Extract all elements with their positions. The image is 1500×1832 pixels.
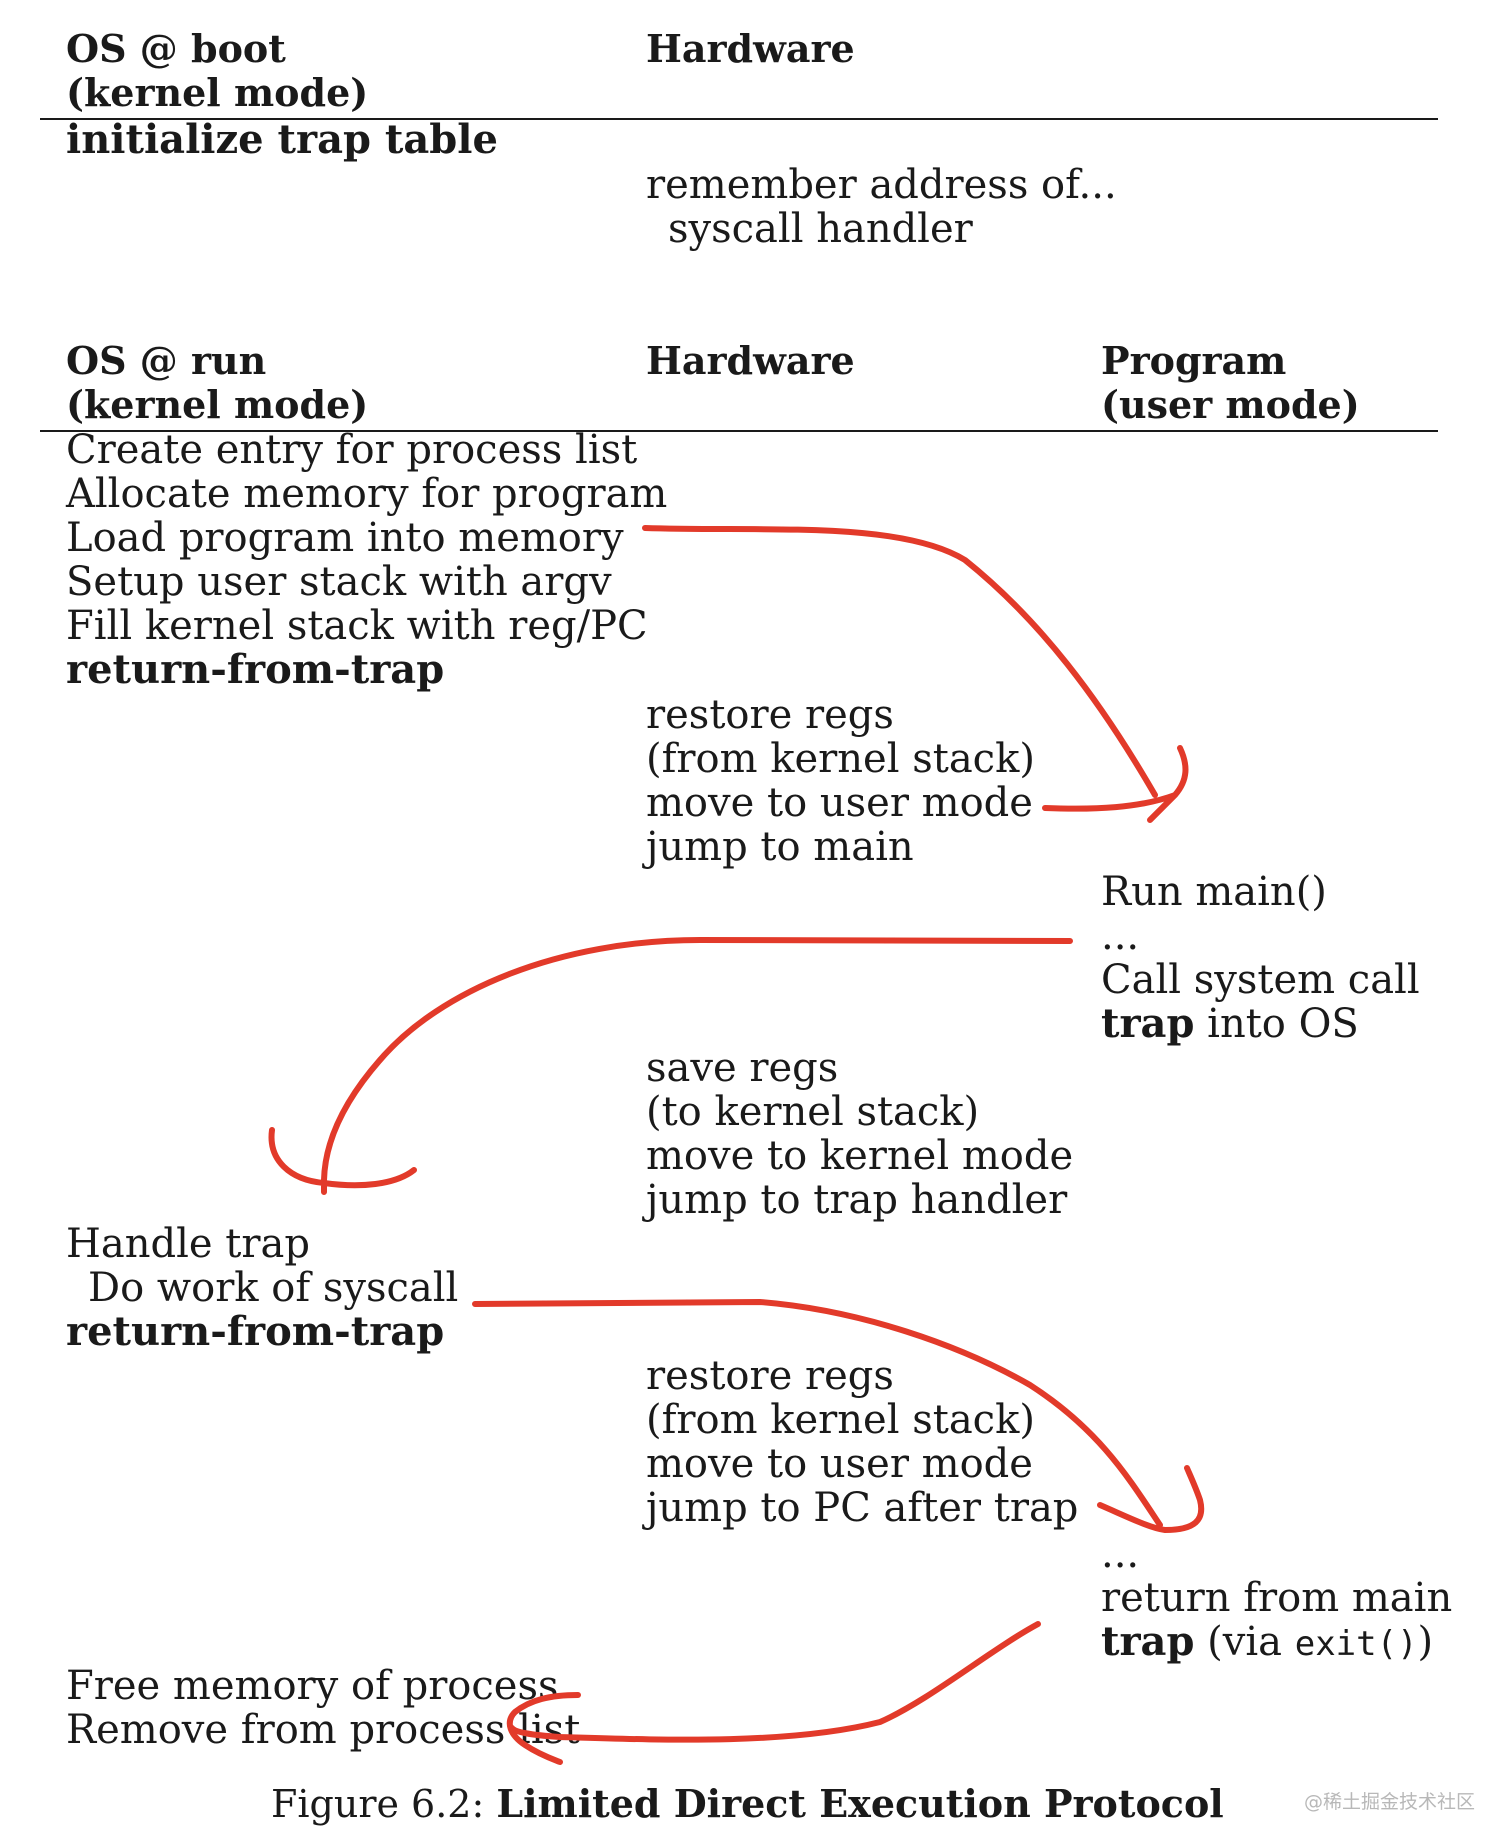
arrow-os-to-program-start [642, 525, 1158, 798]
site-watermark: @稀土掘金技术社区 [1304, 1791, 1476, 1813]
os-step-load-program: Load program into memory [66, 515, 624, 561]
os-remove-from-process-list: Remove from process list [66, 1707, 581, 1753]
boot-header-rule [40, 118, 1438, 120]
os-step-create-entry: Create entry for process list [66, 427, 638, 473]
hw-jump-to-trap-handler: jump to trap handler [646, 1177, 1068, 1223]
prog-run-main: Run main() [1101, 869, 1327, 915]
prog-into-os-text: into OS [1194, 1001, 1359, 1047]
hw-move-to-kernel-mode: move to kernel mode [646, 1133, 1074, 1179]
hw-from-kernel-stack: (from kernel stack) [646, 736, 1035, 782]
prog-exit-code: exit() [1294, 1624, 1418, 1664]
os-return-from-trap-2: return-from-trap [66, 1308, 445, 1355]
hw-move-to-user-mode-2: move to user mode [646, 1441, 1033, 1487]
boot-os-initialize-trap-table: initialize trap table [66, 116, 498, 163]
run-hardware-header: Hardware [646, 338, 855, 383]
arrow-exit-to-os [509, 1621, 1041, 1743]
figure-caption-prefix: Figure 6.2: [271, 1782, 497, 1826]
prog-ellipsis: ... [1101, 913, 1140, 959]
boot-hardware-header: Hardware [646, 26, 855, 71]
prog-close-paren: ) [1417, 1619, 1434, 1665]
prog-trap-keyword: trap [1101, 1000, 1195, 1047]
arrow-syscall-to-os [321, 937, 1073, 1183]
hw-jump-to-main: jump to main [646, 824, 914, 870]
os-step-setup-stack: Setup user stack with argv [66, 559, 612, 605]
hw-restore-regs: restore regs [646, 692, 894, 738]
hw-save-regs: save regs [646, 1045, 839, 1091]
hw-restore-regs-2: restore regs [646, 1353, 894, 1399]
boot-os-header: OS @ boot [66, 26, 286, 71]
prog-ellipsis-2: ... [1101, 1531, 1140, 1577]
figure-caption-title: Limited Direct Execution Protocol [496, 1781, 1224, 1826]
hw-jump-to-pc-after-trap: jump to PC after trap [646, 1485, 1079, 1531]
run-program-header-mode: (user mode) [1101, 382, 1360, 427]
hw-to-kernel-stack: (to kernel stack) [646, 1089, 980, 1135]
run-header-rule [40, 430, 1438, 432]
arrow-return-to-program-head [1097, 1465, 1205, 1533]
prog-call-system-call: Call system call [1101, 957, 1420, 1003]
os-handle-trap: Handle trap [66, 1221, 310, 1267]
os-step-fill-kernel-stack: Fill kernel stack with reg/PC [66, 603, 648, 649]
run-program-header: Program [1101, 338, 1287, 383]
figure-caption: Figure 6.2: Limited Direct Execution Pro… [271, 1781, 1224, 1827]
hw-from-kernel-stack-2: (from kernel stack) [646, 1397, 1035, 1443]
prog-trap-into-os: trap into OS [1101, 1000, 1359, 1047]
hw-move-to-user-mode: move to user mode [646, 780, 1033, 826]
arrow-syscall-to-os-head [268, 1127, 417, 1195]
os-do-work-of-syscall: Do work of syscall [88, 1265, 459, 1311]
arrow-os-to-program-start-head [1042, 745, 1189, 823]
prog-via-text: (via [1194, 1619, 1295, 1665]
prog-return-from-main: return from main [1101, 1575, 1453, 1621]
run-os-header-mode: (kernel mode) [66, 382, 369, 427]
boot-os-header-mode: (kernel mode) [66, 70, 369, 115]
os-step-return-from-trap: return-from-trap [66, 646, 445, 693]
boot-hw-remember-address: remember address of... [646, 162, 1117, 208]
os-step-allocate-memory: Allocate memory for program [66, 471, 668, 517]
arrow-exit-to-os-head [506, 1692, 581, 1765]
prog-trap-keyword-2: trap [1101, 1618, 1195, 1665]
prog-trap-via-exit: trap (via exit()) [1101, 1620, 1433, 1666]
boot-hw-syscall-handler: syscall handler [668, 206, 973, 252]
run-os-header: OS @ run [66, 338, 267, 383]
os-free-memory: Free memory of process [66, 1663, 559, 1709]
arrow-return-to-program [472, 1299, 1163, 1528]
